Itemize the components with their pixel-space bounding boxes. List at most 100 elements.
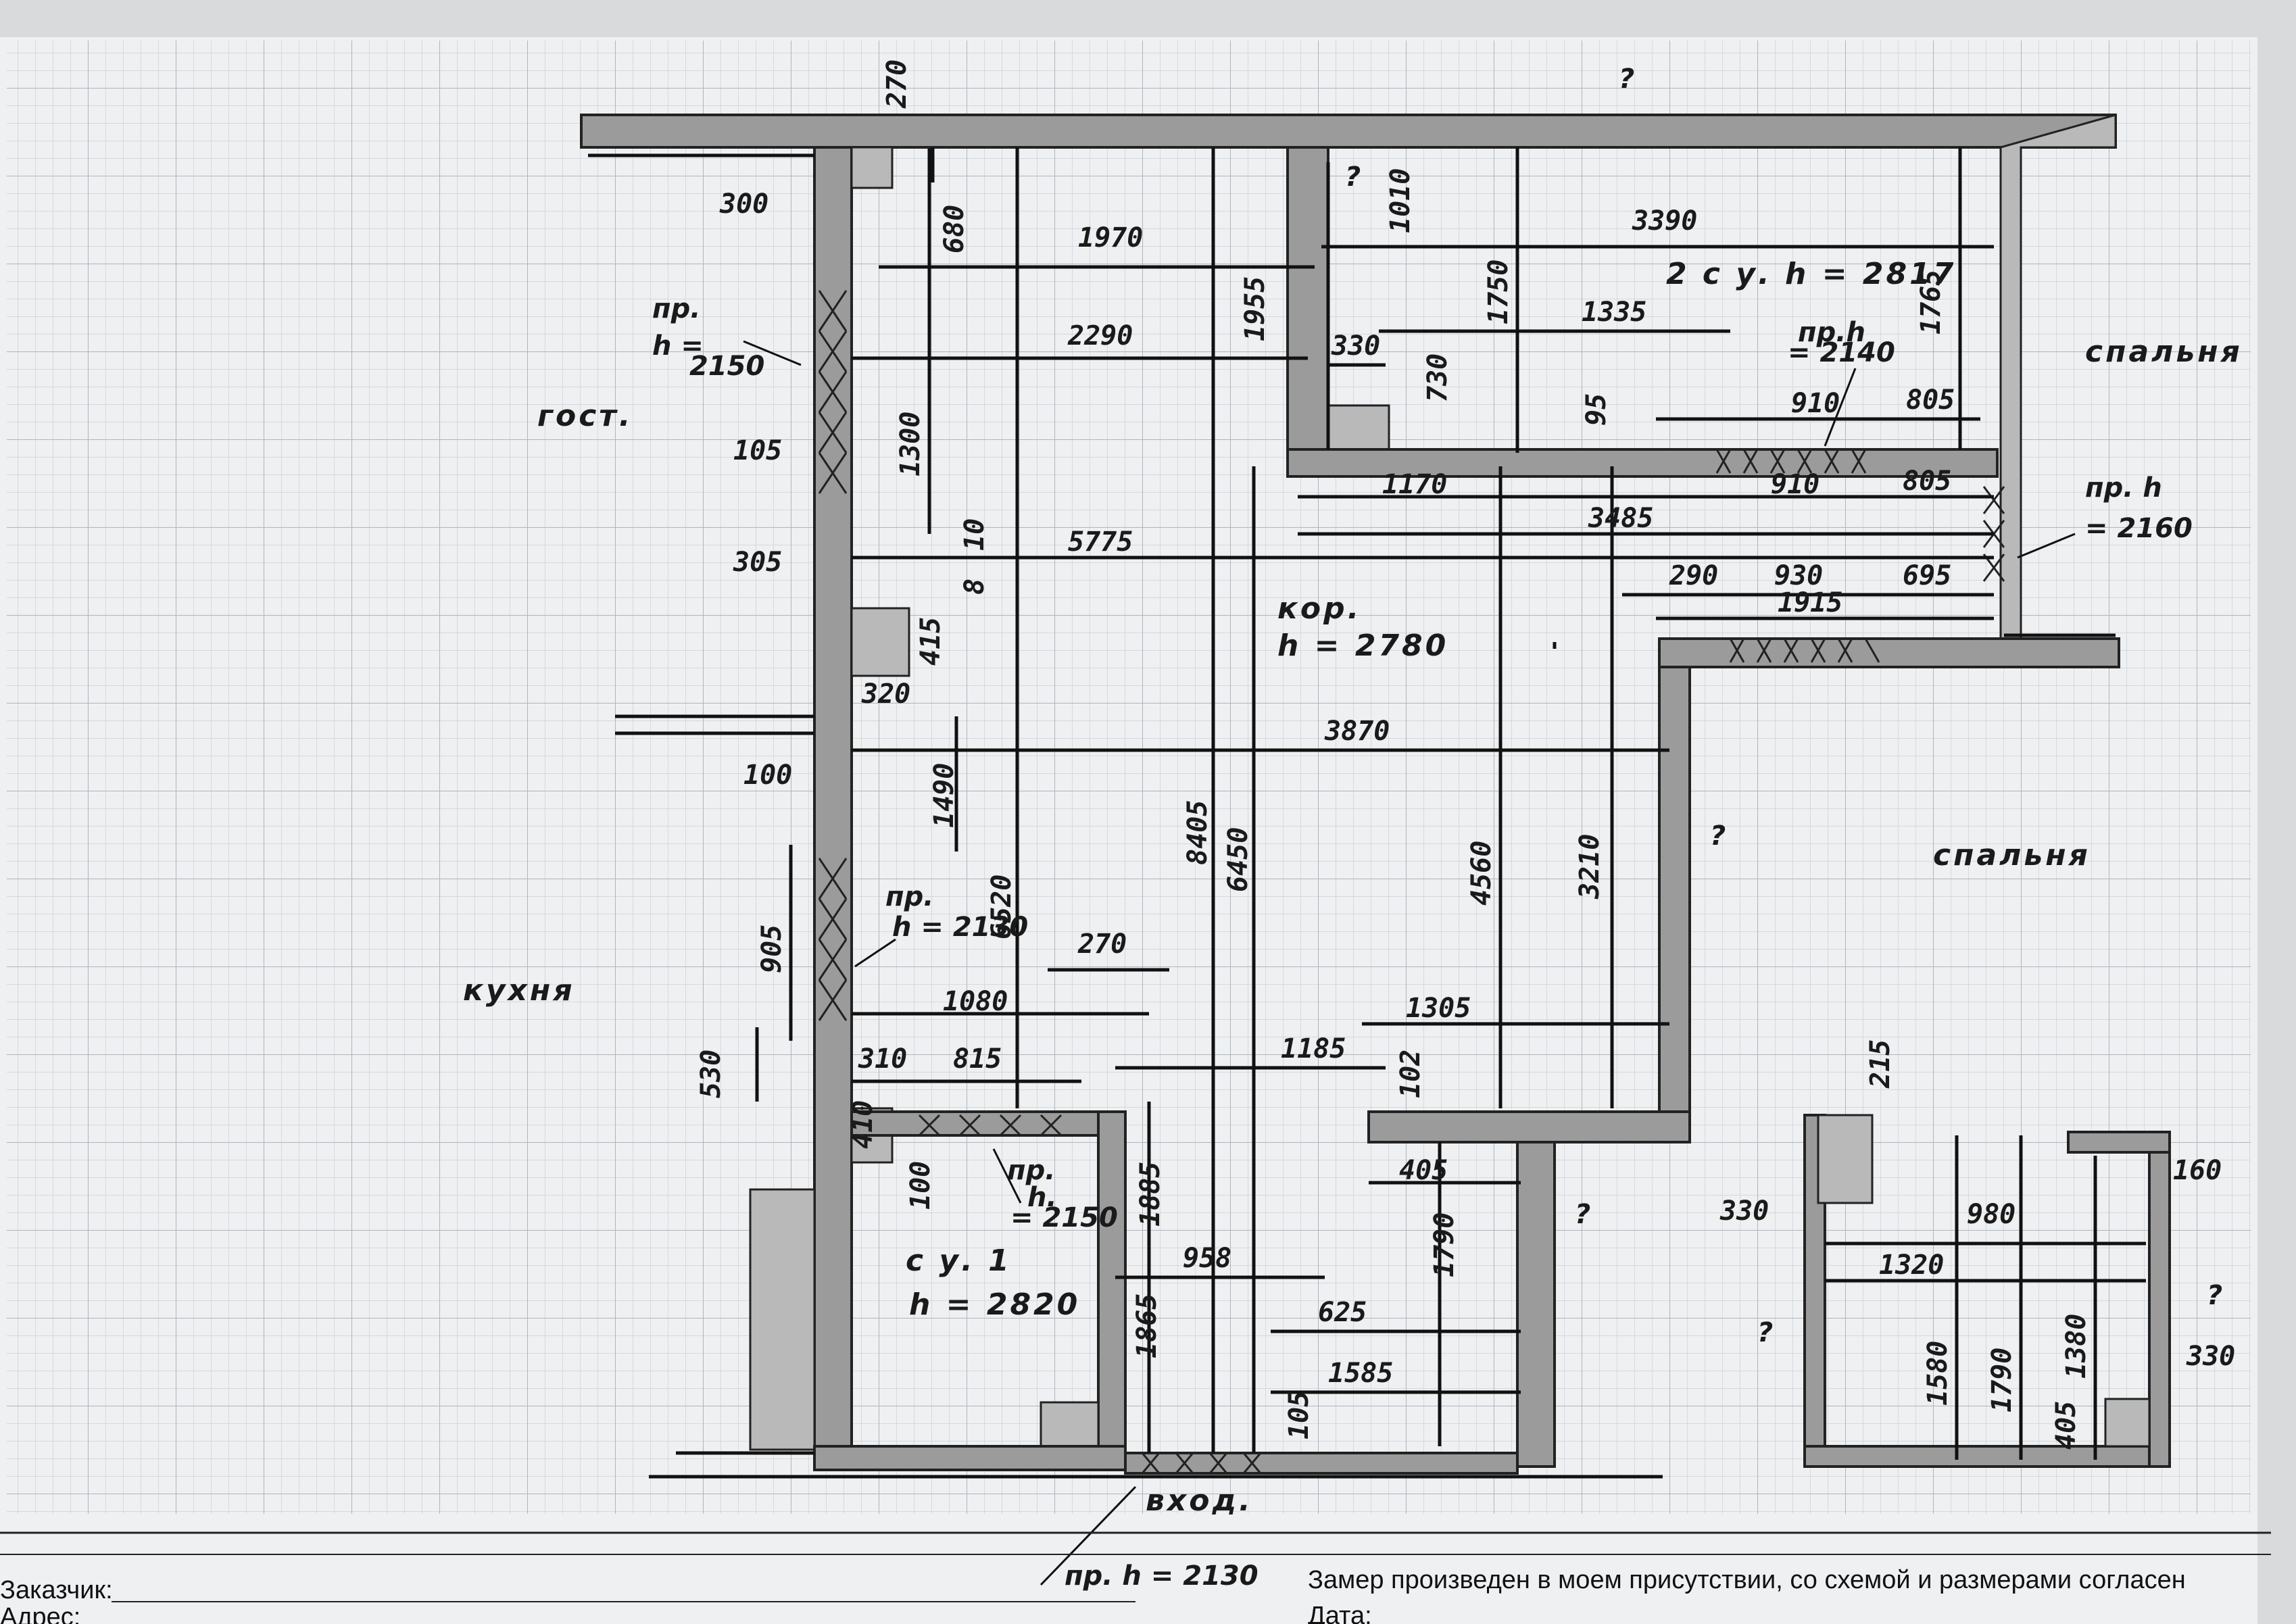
dim-label: 1765 bbox=[1915, 270, 1947, 335]
dim-label: 805 bbox=[1903, 466, 1951, 497]
note-open-bath1-2: h. bbox=[1027, 1182, 1057, 1213]
dim-label: 102 bbox=[1395, 1050, 1426, 1098]
note-open-right-1: пр. h bbox=[2085, 472, 2162, 503]
dim-label: 100 bbox=[905, 1161, 936, 1210]
dim-label: 980 bbox=[1967, 1199, 2016, 1230]
dim-label: 105 bbox=[733, 435, 782, 466]
dim-label: 730 bbox=[1422, 353, 1453, 402]
dim-label: 1185 bbox=[1281, 1033, 1346, 1064]
dim-label: 1010 bbox=[1385, 168, 1416, 233]
dim-label: 1170 bbox=[1382, 469, 1447, 500]
dim-label: 1970 bbox=[1078, 222, 1143, 253]
note-question-6: ? bbox=[1345, 162, 1361, 193]
dim-label: 8405 bbox=[1182, 800, 1213, 865]
dim-label: 625 bbox=[1318, 1297, 1367, 1328]
dim-label: 100 bbox=[743, 760, 792, 791]
dim-label: 3485 bbox=[1588, 503, 1653, 534]
dim-label: 330 bbox=[2186, 1341, 2235, 1372]
dim-label: 1080 bbox=[943, 986, 1008, 1017]
note-question-5: ? bbox=[1757, 1317, 1773, 1348]
note-open-top-left-2: h = bbox=[652, 330, 704, 362]
dim-label: 215 bbox=[1865, 1039, 1896, 1089]
dim-label: 320 bbox=[861, 679, 910, 710]
dim-label: 1915 bbox=[1778, 587, 1842, 618]
dim-label: 805 bbox=[1906, 385, 1955, 416]
address-label: Адрес: bbox=[0, 1603, 80, 1624]
dim-label: 1790 bbox=[1429, 1212, 1460, 1277]
dim-label: 530 bbox=[695, 1050, 727, 1098]
leader-arrows bbox=[743, 340, 2076, 1586]
dim-label: 405 bbox=[2051, 1401, 2082, 1450]
note-question-2: ? bbox=[1710, 820, 1726, 852]
dim-label: 290 bbox=[1669, 560, 1718, 591]
dim-label: 270 bbox=[881, 59, 912, 109]
dim-label: 105 bbox=[1284, 1391, 1315, 1440]
dim-label: 160 bbox=[2173, 1155, 2222, 1186]
dim-label: 3870 bbox=[1324, 716, 1390, 747]
dim-label: 1380 bbox=[2061, 1314, 2092, 1379]
dim-label: 1335 bbox=[1582, 297, 1646, 328]
grid-area bbox=[7, 41, 2251, 1514]
note-open-top-left-3: 2150 bbox=[689, 351, 764, 382]
note-question-1: ? bbox=[1619, 64, 1634, 95]
opening-notes: пр. h = 2150 пр.h = 2140 пр. h = 2160 пр… bbox=[652, 64, 2222, 1592]
dim-label: 1865 bbox=[1131, 1294, 1163, 1358]
customer-label: Заказчик: bbox=[0, 1576, 113, 1604]
agreement-text: Замер произведен в моем присутствии, со … bbox=[1308, 1566, 2186, 1594]
dim-label: 330 bbox=[1331, 330, 1380, 362]
dim-label: 680 bbox=[939, 205, 970, 253]
dim-label: 2290 bbox=[1067, 320, 1133, 351]
room-corridor: кор. bbox=[1277, 591, 1361, 626]
note-question-3: ? bbox=[1575, 1199, 1590, 1230]
dim-label: 305 bbox=[733, 547, 782, 578]
dim-label: 8 bbox=[959, 579, 990, 595]
dim-label: 415 bbox=[915, 617, 946, 666]
room-bedroom: спальня bbox=[1933, 838, 2091, 872]
dim-label: 270 bbox=[1077, 929, 1127, 960]
note-open-kitchen-1: пр. bbox=[885, 881, 933, 912]
room-bathroom-1-height: h = 2820 bbox=[909, 1287, 1080, 1322]
dim-label: 1885 bbox=[1135, 1162, 1166, 1227]
dim-label: 910 bbox=[1771, 469, 1819, 500]
dim-label: 905 bbox=[756, 925, 787, 973]
dim-label: 3210 bbox=[1574, 834, 1605, 900]
dimension-lines bbox=[755, 147, 2146, 1460]
dim-label: 1580 bbox=[1922, 1341, 1953, 1406]
note-open-bath1-3: = 2150 bbox=[1010, 1202, 1118, 1233]
dim-label: 930 bbox=[1774, 560, 1823, 591]
dim-label: 410 bbox=[848, 1100, 879, 1149]
dim-label: 300 bbox=[719, 189, 768, 220]
dim-label: 95 bbox=[1581, 393, 1612, 426]
room-bathroom-1: с у. 1 bbox=[906, 1244, 1012, 1278]
dim-label: 1585 bbox=[1328, 1358, 1393, 1389]
dim-label: 1790 bbox=[1986, 1348, 2018, 1412]
dim-label: 1300 bbox=[895, 412, 926, 476]
dim-label: 6450 bbox=[1223, 827, 1254, 892]
dim-label: 695 bbox=[1903, 560, 1951, 591]
dim-label: 910 bbox=[1791, 388, 1840, 419]
dim-label: 1490 bbox=[929, 763, 960, 828]
dim-label: 958 bbox=[1183, 1243, 1231, 1274]
date-label: Дата: bbox=[1308, 1602, 1372, 1624]
room-bedroom-top: спальня bbox=[2085, 335, 2243, 369]
dim-label: 1955 bbox=[1240, 276, 1271, 341]
form-footer: Заказчик: Адрес: Замер произведен в моем… bbox=[0, 1531, 2271, 1624]
room-labels: гост. кухня кор. h = 2780 2 с у. h = 281… bbox=[463, 257, 2243, 1518]
note-open-bath2-2: = 2140 bbox=[1788, 337, 1895, 368]
note-open-bath2-1: пр.h bbox=[1798, 317, 1865, 348]
note-open-right-2: = 2160 bbox=[2085, 513, 2193, 544]
dimension-labels: 270 300 680 1970 1955 1010 3390 1750 176… bbox=[695, 59, 2235, 1450]
dim-label: 5775 bbox=[1068, 526, 1133, 558]
note-open-entrance: пр. h = 2130 bbox=[1065, 1560, 1259, 1592]
dim-label: 4560 bbox=[1466, 841, 1497, 906]
dim-label: 1750 bbox=[1483, 260, 1514, 324]
note-open-bath1-1: пр. bbox=[1007, 1155, 1055, 1186]
note-open-top-left-1: пр. bbox=[652, 293, 700, 324]
dim-label: 815 bbox=[953, 1043, 1002, 1075]
dim-label: 3390 bbox=[1632, 205, 1697, 237]
room-corridor-height: h = 2780 bbox=[1277, 629, 1448, 663]
note-question-4: ? bbox=[2207, 1280, 2222, 1311]
room-bathroom-2: 2 с у. h = 2817 bbox=[1666, 257, 1956, 291]
dim-label: 310 bbox=[858, 1043, 907, 1075]
